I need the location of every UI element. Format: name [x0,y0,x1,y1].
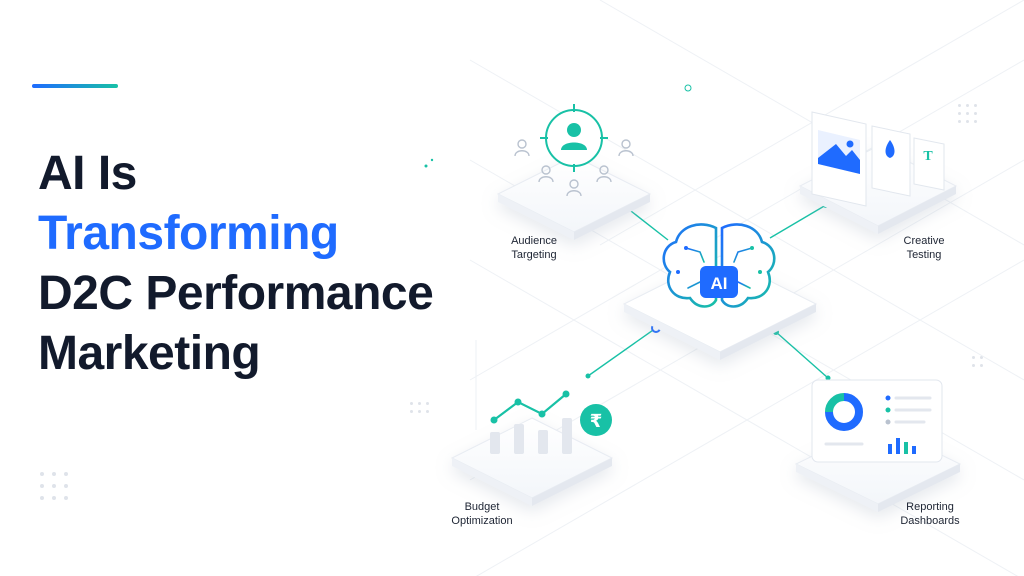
headline-line-3: D2C Performance [38,267,434,320]
growth-chart-icon [475,340,572,454]
caption-audience: Audience Targeting [511,235,557,261]
decor-dots-bottom-left [40,472,68,500]
connector-node-budget-end [585,373,591,379]
decor-ring [684,84,692,92]
connector-node-reporting-end [825,375,831,381]
donut-dashboard-icon [811,379,943,463]
headline-line-1: AI Is [38,147,137,200]
decor-dots-mid [410,402,429,413]
caption-budget: Budget Optimization [451,501,513,527]
audience-tile [496,155,652,240]
accent-line [32,84,118,88]
headline: AI Is Transforming D2C Performance Marke… [38,144,458,384]
svg-text:T: T [923,149,933,164]
connector-lines [587,203,829,379]
headline-line-2: Transforming [38,207,339,260]
decor-sparkles [424,158,434,168]
audience-target-icon [540,104,608,172]
ai-chip [700,266,738,298]
audience-people-icons [514,139,634,197]
decor-dots-right [972,356,983,367]
decor-dots-top-right [958,104,977,123]
caption-creative: Creative Testing [903,235,945,261]
image-cards-icon: T [811,111,945,207]
headline-line-4: Marketing [38,327,261,380]
rupee-badge: ₹ [580,404,612,436]
caption-reporting: Reporting Dashboards [900,501,960,527]
ai-chip-label: AI [711,274,728,293]
rupee-badge-symbol: ₹ [590,411,603,432]
